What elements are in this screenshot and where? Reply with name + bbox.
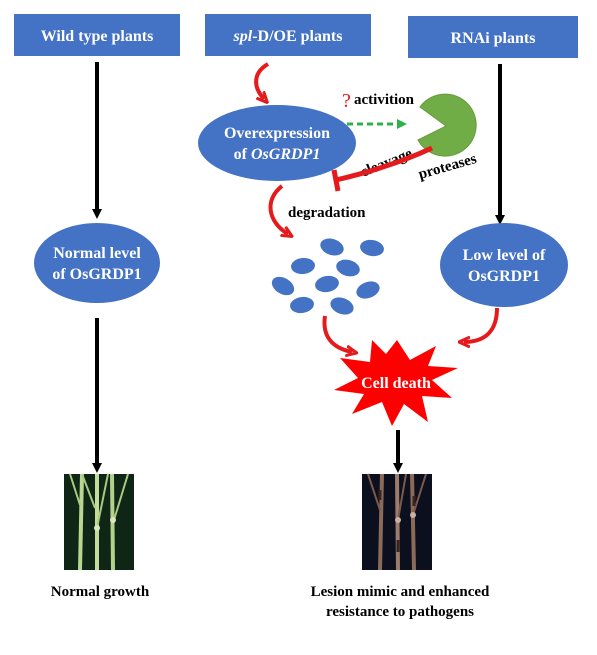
activation-label: activition	[354, 92, 415, 108]
particle	[330, 297, 354, 315]
overexpression-node: Overexpression of OsGRDP1	[198, 105, 356, 181]
lesion-mimic-rice-stems-photo	[362, 473, 432, 571]
pac-man-protease-icon	[417, 93, 477, 157]
low-level-node: Low level of OsGRDP1	[440, 223, 568, 307]
lesion-caption-line1: Lesion mimic and enhanced	[311, 584, 490, 600]
particle	[291, 257, 315, 275]
wild-type-box: Wild type plants	[14, 14, 180, 56]
arrow-particles-to-death	[322, 315, 352, 352]
particle	[336, 259, 360, 277]
normal-growth-caption: Normal growth	[51, 584, 150, 600]
particle	[315, 275, 339, 293]
degraded-protein-particles	[271, 238, 384, 315]
spl-italic-text: spl	[233, 28, 253, 45]
spl-rest-text: -D/OE plants	[252, 28, 342, 45]
rnai-label: RNAi plants	[451, 30, 536, 47]
overexpression-line2: of OsGRDP1	[234, 146, 321, 163]
particle	[290, 296, 314, 314]
low-level-line1: Low level of	[463, 247, 546, 264]
cleavage-arrow	[335, 145, 434, 183]
particle	[360, 239, 384, 257]
normal-level-line2: of OsGRDP1	[52, 266, 141, 283]
rnai-box: RNAi plants	[408, 16, 578, 58]
degradation-label: degradation	[288, 205, 366, 221]
overexpression-prefix: of	[234, 146, 251, 163]
overexpression-gene: OsGRDP1	[251, 146, 320, 163]
question-mark: ?	[342, 90, 351, 112]
lesion-caption-line2: resistance to pathogens	[326, 604, 474, 620]
particle	[356, 281, 380, 299]
low-level-line2: OsGRDP1	[468, 268, 540, 285]
normal-level-line1: Normal level	[53, 245, 141, 262]
overexpression-line1: Overexpression	[224, 125, 330, 142]
cleavage-label: cleavage	[359, 145, 416, 180]
cleavage-arrow-bar	[331, 169, 341, 192]
particle	[271, 276, 295, 296]
spl-box: spl-D/OE plants	[205, 14, 371, 56]
arrow-spl-to-overexpression	[254, 62, 268, 99]
cell-death-label: Cell death	[361, 375, 431, 392]
cell-death-starburst	[334, 340, 458, 426]
particle	[320, 238, 344, 256]
degradation-arrow	[268, 184, 288, 234]
spl-label: spl-D/OE plants	[233, 28, 343, 45]
normal-rice-stems-photo	[64, 473, 134, 571]
normal-level-node: Normal level of OsGRDP1	[34, 223, 160, 303]
wild-type-label: Wild type plants	[41, 28, 154, 45]
arrow-low-to-death	[464, 307, 499, 342]
